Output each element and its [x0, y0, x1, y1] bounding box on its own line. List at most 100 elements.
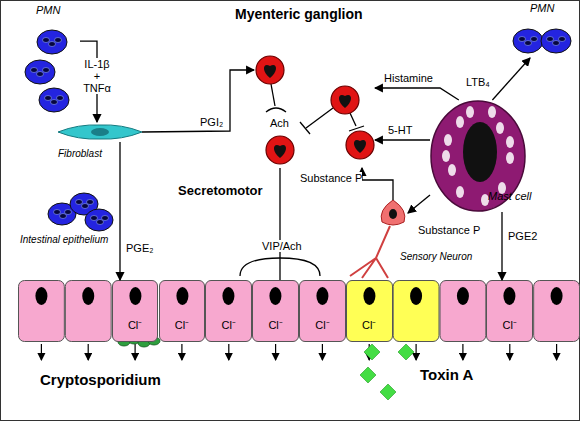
myenteric-ganglion-shape: [264, 65, 276, 78]
cell-nucleus: [223, 287, 235, 305]
toxin-molecule: [360, 344, 414, 400]
fibroblast-cell-shape: [58, 122, 142, 142]
pmn-cluster-shape: [49, 42, 56, 47]
epithelium-band-shape: [65, 281, 111, 342]
chloride-arrow: [509, 344, 510, 360]
pmn-cell: [87, 200, 94, 205]
cell-nucleus: [270, 287, 282, 305]
node-label: Sensory Neuron: [400, 251, 472, 263]
fibroblast-cell: Fibroblast: [58, 122, 142, 142]
mast-cell-shape: [456, 116, 464, 128]
synapse: [306, 108, 333, 128]
epithelium-band-shape: [457, 287, 469, 305]
epithelial-cell: Cl⁻: [252, 280, 299, 342]
cell-nucleus: [487, 281, 532, 341]
signal-arrow: [142, 70, 254, 132]
node-label: Intestinal epithelium: [20, 234, 108, 246]
node-label: PMN: [530, 2, 554, 15]
cell-nucleus: [253, 281, 298, 341]
fibroblast-cell-shape: [58, 125, 142, 139]
mast-cell-shape: [488, 106, 496, 118]
chloride-arrow: [462, 344, 463, 360]
node-label: Cl⁻: [487, 319, 532, 332]
cell-nucleus: [300, 281, 345, 341]
node-label: Cl⁻: [300, 319, 345, 332]
pmn-cluster-shape: [37, 72, 44, 77]
signal-arrow: [362, 168, 393, 200]
epithelium-band: Intestinal epitheliumCl⁻Cl⁻Cl⁻Cl⁻Cl⁻Cl⁻C…: [18, 280, 580, 342]
epithelium-band-shape: [393, 281, 439, 342]
pmn-cluster-shape: [525, 41, 532, 46]
chloride-arrow: [228, 344, 229, 360]
chloride-arrow: [416, 344, 417, 360]
pmn-cell: [91, 216, 98, 221]
mediator-label: Histamine: [384, 72, 433, 84]
chloride-arrow: [135, 344, 136, 360]
myenteric-ganglion-shape: [256, 56, 284, 84]
mediator-label: IL-1β + TNFα: [80, 58, 114, 94]
annotation-label: Toxin A: [420, 366, 473, 383]
signal-arrow: [119, 142, 120, 280]
signal-arrow: [501, 212, 502, 280]
node-label: Cl⁻: [206, 319, 251, 332]
pmn-cluster: PMN: [22, 28, 80, 116]
pmn-cluster-shape: [541, 29, 571, 53]
mediator-label: VIP/Ach: [262, 240, 302, 252]
epithelium-band-shape: [35, 287, 47, 305]
sensory-neuron-shape: [389, 209, 397, 219]
node-label: Cl⁻: [160, 319, 205, 332]
chloride-arrow: [88, 344, 89, 360]
node-label: Cl⁻: [347, 319, 392, 332]
pmn-cluster-shape: [512, 24, 572, 58]
sensory-dendrite: [350, 226, 390, 278]
pmn-cluster-shape: [531, 37, 538, 42]
cell-nucleus: [160, 281, 205, 341]
toxin-molecule: [380, 384, 396, 400]
pmn-cluster-shape: [553, 41, 560, 46]
mast-cell-shape: [481, 194, 489, 206]
sensory-neuron: Sensory Neuron: [378, 200, 408, 226]
cell-nucleus: [347, 281, 392, 341]
pmn-cell: [85, 209, 113, 231]
pmn-cell: [54, 210, 61, 215]
node-label: Myenteric ganglion: [235, 6, 363, 22]
mediator-label: PGI₂: [200, 116, 223, 128]
fibroblast-cell-shape: [91, 128, 109, 136]
pmn-cluster-shape: [39, 88, 69, 112]
pmn-cluster: PMN: [512, 24, 572, 58]
cell-nucleus: [113, 281, 158, 341]
mast-cell-shape: [442, 150, 450, 162]
node-label: Fibroblast: [58, 148, 102, 160]
signal-arrow: [408, 195, 430, 213]
mediator-label: 5-HT: [388, 124, 412, 136]
cell-nucleus: [504, 287, 516, 305]
mediator-label: Substance P: [300, 172, 362, 184]
mast-cell-shape: [506, 136, 514, 148]
mast-cell-shape: [444, 134, 452, 146]
pmn-cluster-shape: [43, 38, 50, 43]
mast-cell-shape: [456, 186, 464, 198]
annotation-label: Ach: [270, 117, 289, 130]
pmn-cluster-shape: [43, 68, 50, 73]
pmn-cluster-shape: [513, 29, 543, 53]
pmn-cluster-shape: [25, 60, 55, 84]
epithelial-cell: Cl⁻: [486, 280, 533, 342]
mediator-label: PGE₂: [126, 242, 154, 254]
sensory-neuron-shape: [378, 200, 408, 226]
signal-arrow: [279, 168, 280, 280]
mediator-label: PGE2: [508, 230, 537, 242]
mediator-label: LTB₄: [466, 76, 490, 88]
annotation-label: Secretomotor: [178, 184, 263, 199]
pmn-cluster-shape: [547, 37, 554, 42]
mediator-label: Substance P: [418, 224, 480, 236]
myenteric-ganglion-shape: [274, 145, 286, 158]
mast-cell-shape: [463, 122, 497, 182]
node-label: Cl⁻: [253, 319, 298, 332]
epithelial-cell: Cl⁻: [159, 280, 206, 342]
mast-cell-shape: [448, 164, 456, 176]
pmn-cluster-shape: [559, 37, 566, 42]
pmn-cluster-shape: [519, 37, 526, 42]
pmn-cell: [65, 210, 72, 215]
cell-nucleus: [176, 287, 188, 305]
pmn-cluster-shape: [22, 28, 80, 116]
